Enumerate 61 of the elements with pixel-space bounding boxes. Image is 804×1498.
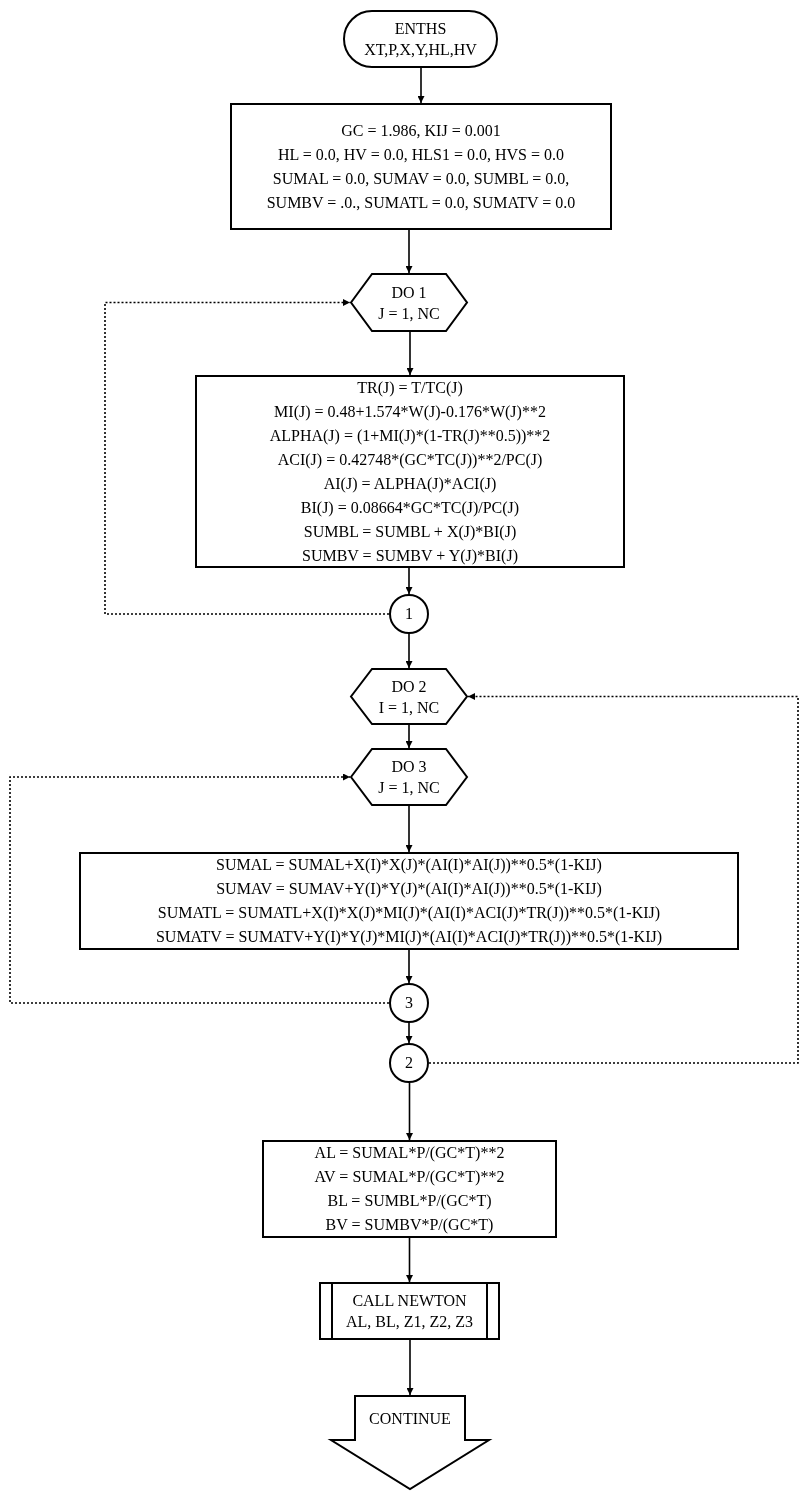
statement-text: TR(J) = T/TC(J) [357,377,463,399]
statement-text: ENTHS [394,19,447,39]
flow-arrow [417,67,425,104]
loop-hexagon [350,668,468,725]
statement-text: AI(J) = ALPHA(J)*ACI(J) [323,473,497,495]
statement-text: MI(J) = 0.48+1.574*W(J)-0.176*W(J)**2 [274,401,546,423]
statement-text: DO 1 [391,282,427,303]
statement-text: SUMATV = SUMATV+Y(I)*Y(J)*MI(J)*(AI(I)*ACI(J)*TR(J))**0.5*(1-KIJ) [155,927,663,948]
connector-circle [389,594,429,634]
loop-back-arrow [104,299,390,615]
statement-text: XT,P,X,Y,HL,HV [364,40,477,60]
flow-arrow [405,567,413,595]
statement-text: SUMAV = SUMAV+Y(I)*Y(J)*(AI(I)*AI(J))**0.5*(1-KIJ) [216,879,602,900]
statement-text: AV = SUMAL*P/(GC*T)**2 [314,1167,505,1188]
subroutine-box [319,1282,500,1340]
statement-text: SUMBL = SUMBL + X(J)*BI(J) [303,521,517,543]
process-box [230,103,612,230]
connector-number: 2 [405,1053,413,1073]
connector-circle [389,983,429,1023]
start-terminal [343,10,498,68]
statement-text: J = 1, NC [378,778,440,798]
statement-text: AL = SUMAL*P/(GC*T)**2 [314,1143,505,1164]
flow-arrow [405,805,413,853]
statement-text: GC = 1.986, KIJ = 0.001 [341,120,501,141]
connector-circle [389,1043,429,1083]
flow-arrow [405,1022,413,1044]
statement-text: SUMBV = SUMBV + Y(J)*BI(J) [302,545,518,567]
flow-arrow [405,633,413,669]
process-box [262,1140,557,1238]
flow-arrow [406,1082,413,1141]
statement-text: BV = SUMBV*P/(GC*T) [325,1215,494,1236]
statement-text: BI(J) = 0.08664*GC*TC(J)/PC(J) [300,497,520,519]
statement-text: BL = SUMBL*P/(GC*T) [327,1191,492,1212]
flow-arrow [405,229,413,274]
statement-text: HL = 0.0, HV = 0.0, HLS1 = 0.0, HVS = 0.0 [278,144,564,165]
statement-text: SUMAL = SUMAL+X(I)*X(J)*(AI(I)*AI(J))**0.5*(1-KIJ) [216,855,602,876]
flow-arrow [406,331,414,376]
flow-arrow [405,724,413,749]
statement-text: CALL NEWTON [352,1291,467,1311]
statement-text: ALPHA(J) = (1+MI(J)*(1-TR(J)**0.5))**2 [269,425,551,447]
connector-number: 1 [405,604,413,624]
statement-text: I = 1, NC [378,697,440,718]
statement-text: DO 2 [391,676,427,697]
flow-arrow [406,1339,414,1396]
statement-text: CONTINUE [369,1408,451,1429]
statement-text: SUMAL = 0.0, SUMAV = 0.0, SUMBL = 0.0, [272,168,570,189]
loop-hexagon [350,273,468,332]
statement-text: SUMBV = .0., SUMATL = 0.0, SUMATV = 0.0 [266,192,576,213]
process-box [195,375,625,568]
statement-text: ACI(J) = 0.42748*(GC*TC(J))**2/PC(J) [277,449,543,471]
flow-arrow [405,949,413,984]
loop-hexagon [350,748,468,806]
statement-text: AL, BL, Z1, Z2, Z3 [345,1312,474,1332]
statement-text: DO 3 [391,757,427,777]
statement-text: SUMATL = SUMATL+X(I)*X(J)*MI(J)*(AI(I)*ACI(J)*TR(J))**0.5*(1-KIJ) [157,903,661,924]
process-box [79,852,739,950]
offpage-connector [330,1395,490,1490]
flow-arrow [406,1237,413,1283]
statement-text: J = 1, NC [378,303,440,324]
loop-back-arrow [9,773,390,1004]
connector-number: 3 [405,993,413,1013]
